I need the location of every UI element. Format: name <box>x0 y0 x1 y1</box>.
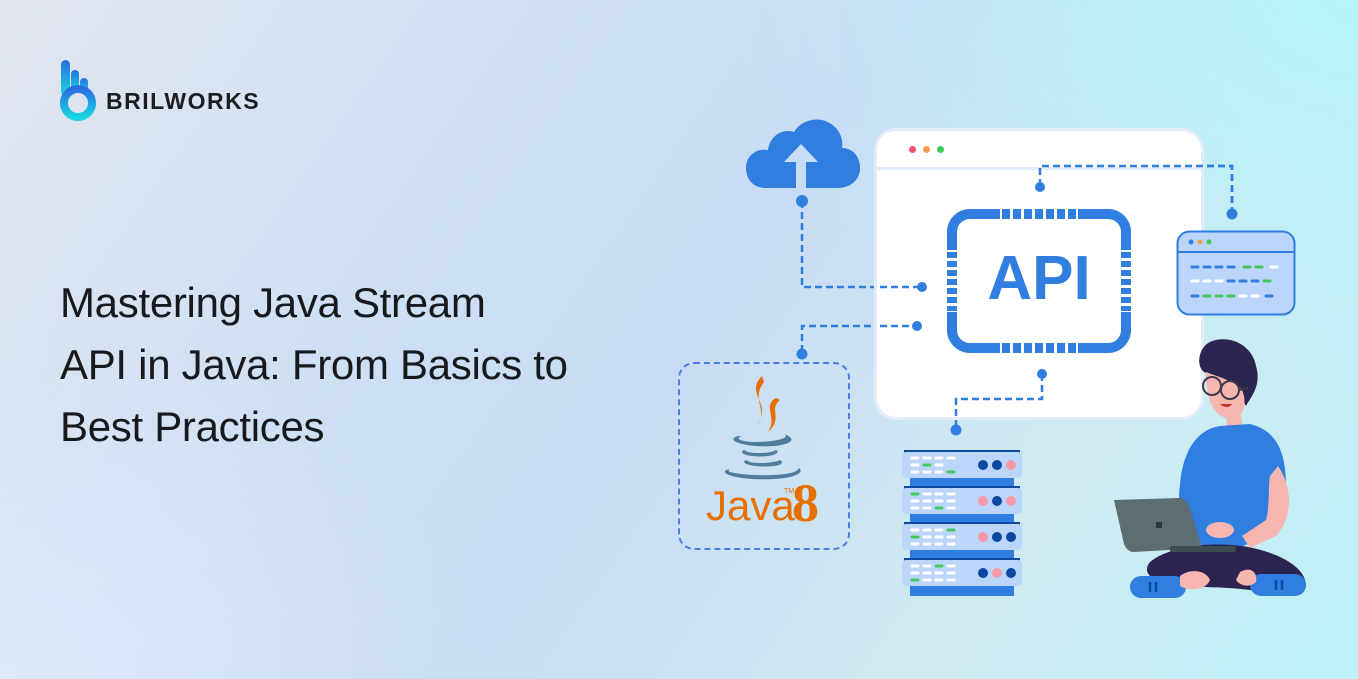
server-rack-icon <box>902 450 1022 596</box>
window-dot-orange <box>923 145 930 153</box>
title-line-2: API in Java: From Basics to <box>60 341 568 388</box>
title-line-3: Best Practices <box>60 403 325 450</box>
java-version: 8 <box>792 473 819 533</box>
api-label: API <box>987 244 1091 313</box>
java8-logo-card: Java TM 8 <box>678 362 850 550</box>
title-line-1: Mastering Java Stream <box>60 279 486 326</box>
brand-logo[interactable]: BRILWORKS <box>60 58 260 122</box>
developer-with-laptop-illustration <box>1114 339 1306 598</box>
page-title: Mastering Java Stream API in Java: From … <box>60 272 680 458</box>
java-wordmark: Java <box>706 482 795 529</box>
connector-node <box>796 195 808 207</box>
java-trademark: TM <box>784 488 795 495</box>
brand-name: BRILWORKS <box>106 87 261 114</box>
api-chip-icon <box>946 208 1132 354</box>
brilworks-logo-icon <box>60 60 96 121</box>
window-dot-green <box>937 145 944 153</box>
java-coffee-cup-icon <box>724 376 801 480</box>
cloud-upload-icon <box>746 119 860 188</box>
window-dot-red <box>909 145 916 153</box>
code-window-icon <box>1176 230 1296 316</box>
